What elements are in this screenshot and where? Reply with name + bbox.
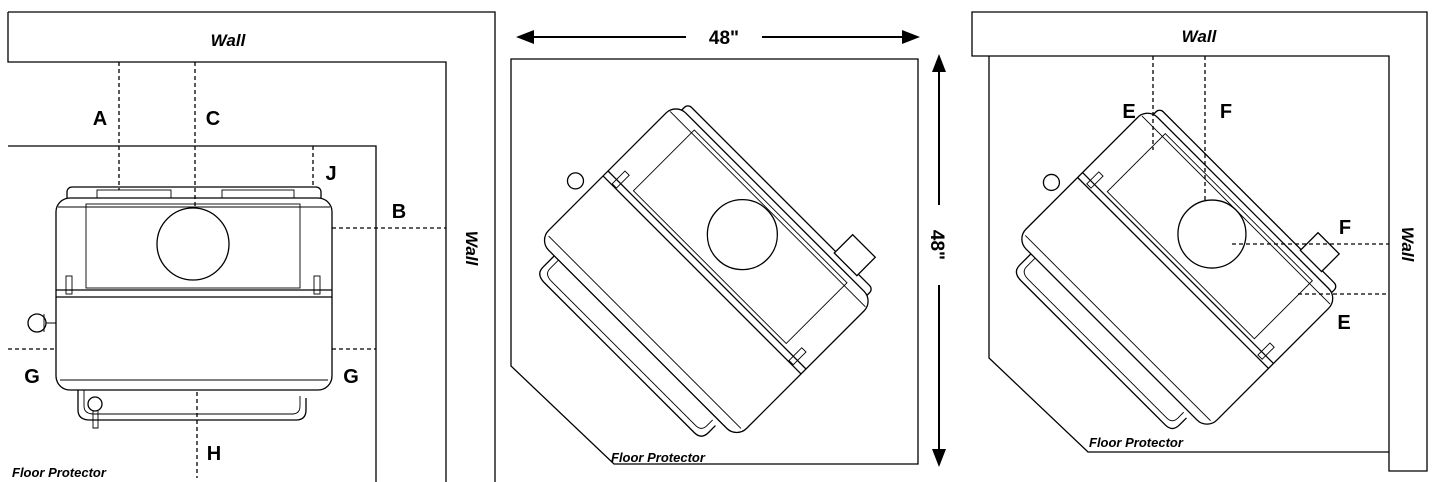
left-clearance-g-right-label: G	[343, 366, 359, 388]
middle-height-dimension: 48"	[926, 230, 947, 260]
right-floor-protector	[988, 56, 1389, 453]
right-stove	[1015, 109, 1341, 430]
left-clearance-a-label: A	[93, 108, 107, 130]
right-wall-right-label: Wall	[1398, 227, 1417, 263]
middle-floor-protector-label: Floor Protector	[611, 450, 706, 465]
right-wall-outline	[971, 11, 1428, 472]
left-wall-outline	[7, 11, 496, 482]
right-floor-protector-label: Floor Protector	[1089, 435, 1184, 450]
left-floor-protector-label: Floor Protector	[12, 465, 107, 480]
left-side-handle-icon	[27, 313, 47, 333]
right-panel-corner-installation: Wall Wall Floor Protector E F	[971, 11, 1428, 472]
left-wall-right-label: Wall	[462, 231, 481, 267]
right-clearance-e-top-label: E	[1122, 101, 1135, 123]
middle-floor-protector	[510, 58, 919, 465]
middle-stove	[539, 105, 877, 437]
left-clearance-h-label: H	[207, 443, 221, 465]
left-clearance-c-label: C	[206, 108, 220, 130]
left-clearance-g-left-label: G	[24, 366, 40, 388]
left-panel-parallel-installation: Wall Wall Floor Protector	[7, 11, 496, 482]
right-clearance-e-right-label: E	[1337, 312, 1350, 334]
middle-width-dimension: 48"	[709, 28, 739, 49]
left-stove	[27, 186, 333, 429]
left-wall-top-label: Wall	[211, 31, 247, 50]
left-floor-protector	[8, 145, 377, 482]
middle-panel-floor-protector-size: 48" 48" Floor Protector	[510, 28, 947, 467]
right-clearance-f-top-label: F	[1220, 101, 1232, 123]
right-wall-top-label: Wall	[1182, 27, 1218, 46]
right-clearance-f-right-label: F	[1339, 217, 1351, 239]
left-clearance-j-label: J	[325, 163, 336, 185]
left-flue-collar	[156, 207, 230, 281]
left-clearance-b-label: B	[392, 201, 406, 223]
